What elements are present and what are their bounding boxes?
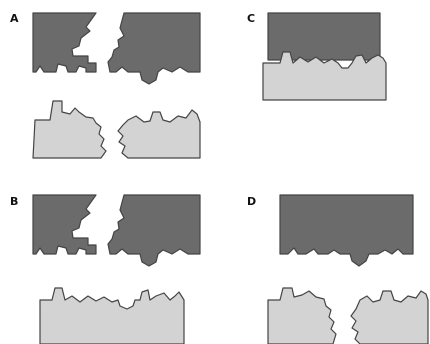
panel-a-dark-piece-right (107, 12, 201, 85)
panel-a-dark-piece-left (32, 12, 97, 73)
panel-b-dark-piece-right (107, 194, 201, 267)
panel-b-dark-piece-left (32, 194, 97, 255)
panel-label-d: D (247, 195, 256, 208)
panel-a-light-piece-left (32, 100, 107, 159)
panel-c: C (247, 12, 387, 101)
panel-label-b: B (10, 195, 18, 208)
panel-c-light-piece (262, 51, 387, 101)
panel-a: A (10, 12, 201, 159)
panel-a-light-piece-right (117, 109, 201, 159)
panel-d-dark-piece (279, 194, 414, 267)
panel-label-a: A (10, 12, 19, 25)
panel-d-light-piece-right (350, 290, 429, 344)
panel-d-light-piece-left (267, 287, 337, 344)
panel-b: B (10, 194, 201, 344)
panel-label-c: C (247, 12, 255, 25)
panel-b-light-piece (39, 287, 185, 344)
panel-d: D (247, 194, 429, 344)
